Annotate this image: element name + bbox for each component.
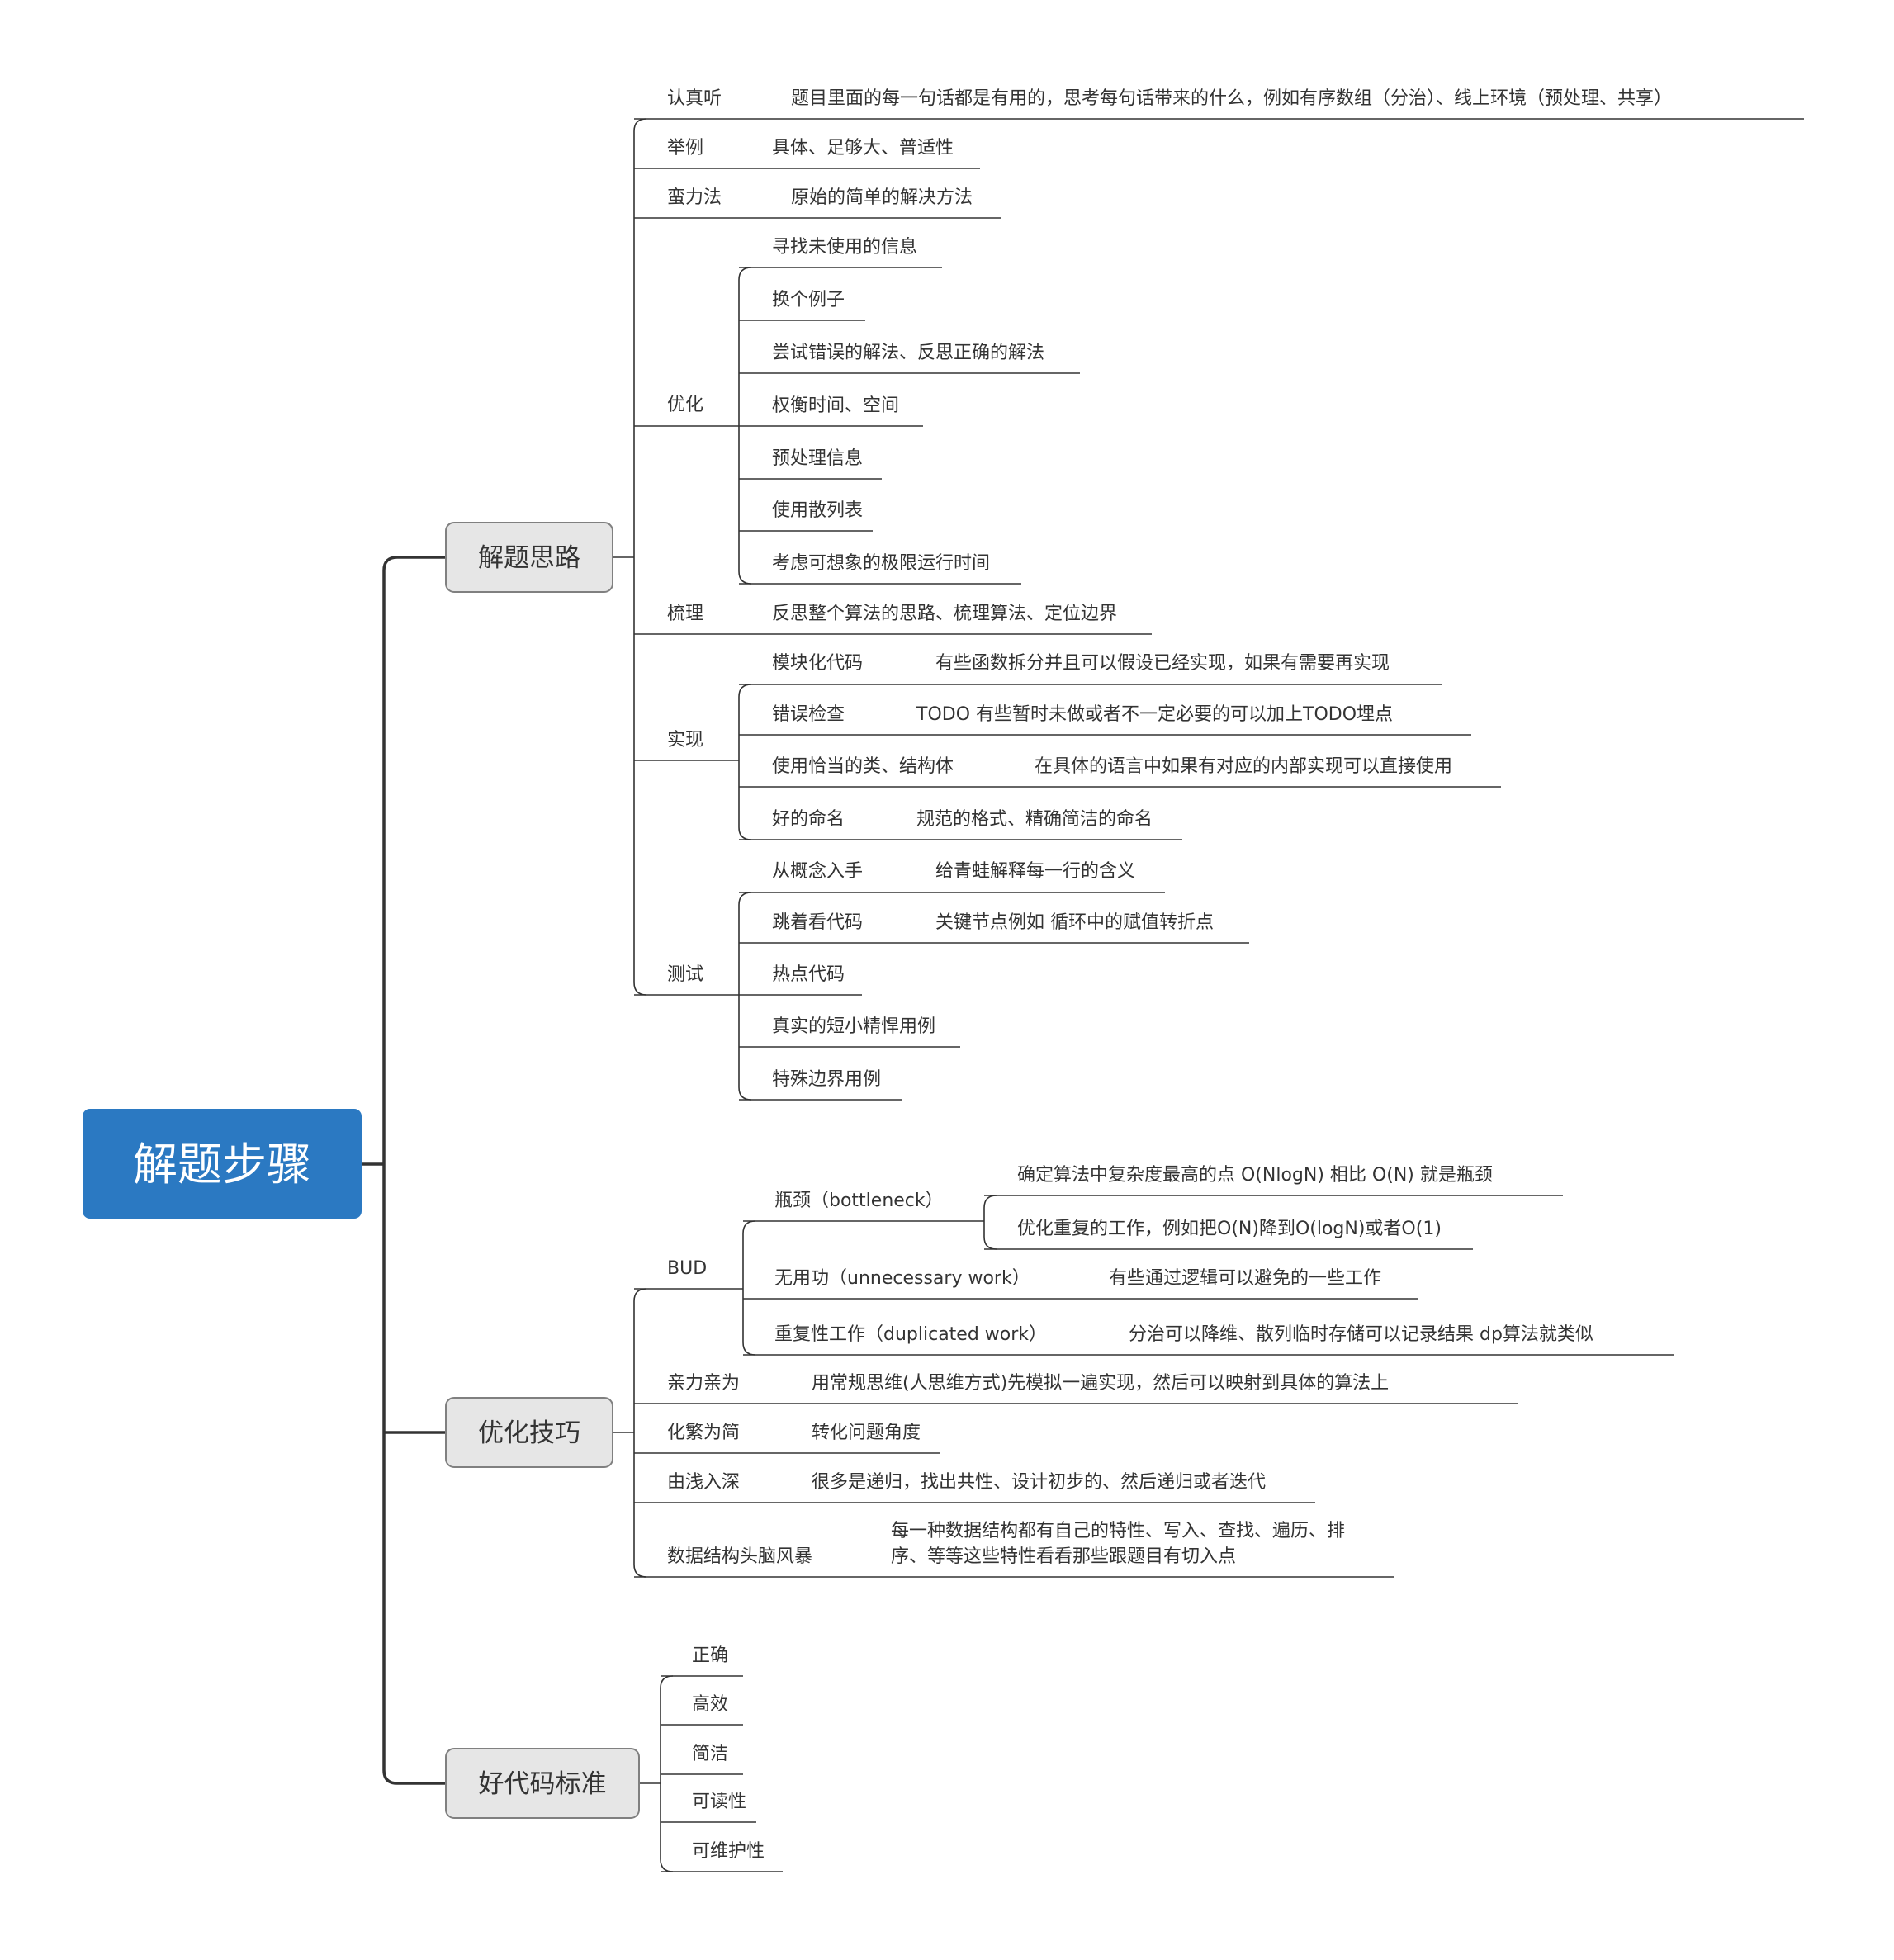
topic-label[interactable]: 正确 [692, 1645, 728, 1666]
connector-lines [362, 118, 1804, 1872]
branch-label: 解题思路 [478, 543, 580, 573]
subtopic-label[interactable]: 从概念入手 [772, 861, 863, 882]
subtopic-label[interactable]: 预处理信息 [772, 448, 863, 469]
subtopic-label[interactable]: 考虑可想象的极限运行时间 [772, 553, 990, 574]
topic-note: 反思整个算法的思路、梳理算法、定位边界 [772, 604, 1117, 624]
detail-note: 优化重复的工作，例如把O(N)降到O(logN)或者O(1) [1017, 1219, 1442, 1239]
topic-label[interactable]: BUD [667, 1258, 707, 1279]
subtopic-note: 分治可以降维、散列临时存储可以记录结果 dp算法就类似 [1129, 1324, 1593, 1345]
subtopic-label[interactable]: 好的命名 [772, 809, 845, 830]
subtopic-note: 关键节点例如 循环中的赋值转折点 [935, 912, 1214, 933]
branch-label: 优化技巧 [478, 1418, 580, 1448]
subtopic-note: 有些函数拆分并且可以假设已经实现，如果有需要再实现 [935, 653, 1390, 674]
subtopic-label[interactable]: 无用功（unnecessary work） [774, 1268, 1030, 1289]
topic-label[interactable]: 可读性 [692, 1792, 746, 1812]
subtopic-label[interactable]: 真实的短小精悍用例 [772, 1016, 935, 1037]
topic-label[interactable]: 测试 [667, 964, 703, 985]
subtopic-note: 在具体的语言中如果有对应的内部实现可以直接使用 [1035, 756, 1452, 777]
topic-label[interactable]: 亲力亲为 [667, 1373, 740, 1394]
topic-note: 原始的简单的解决方法 [791, 187, 973, 208]
branch-node[interactable]: 解题思路 [445, 522, 613, 593]
topic-label[interactable]: 优化 [667, 395, 703, 415]
branch-box [445, 522, 613, 593]
subtopic-label[interactable]: 错误检查 [772, 704, 845, 725]
topic-note: 每一种数据结构都有自己的特性、写入、查找、遍历、排 [891, 1521, 1345, 1541]
topic-note: 用常规思维(人思维方式)先模拟一遍实现，然后可以映射到具体的算法上 [812, 1373, 1389, 1394]
subtopic-note: 有些通过逻辑可以避免的一些工作 [1109, 1268, 1381, 1289]
branch-node[interactable]: 优化技巧 [445, 1397, 613, 1468]
branch-label: 好代码标准 [479, 1769, 607, 1799]
subtopic-label[interactable]: 寻找未使用的信息 [772, 237, 917, 258]
branch-box [445, 1397, 613, 1468]
subtopic-label[interactable]: 特殊边界用例 [772, 1069, 881, 1090]
detail-note: 确定算法中复杂度最高的点 O(NlogN) 相比 O(N) 就是瓶颈 [1017, 1165, 1493, 1186]
subtopic-label[interactable]: 重复性工作（duplicated work） [774, 1324, 1047, 1345]
branch-box [445, 1748, 640, 1819]
branch-node[interactable]: 好代码标准 [445, 1748, 640, 1819]
topic-label[interactable]: 实现 [667, 730, 703, 750]
root-node[interactable]: 解题步骤 [83, 1109, 362, 1219]
topic-label[interactable]: 由浅入深 [667, 1472, 740, 1493]
subtopic-label[interactable]: 使用恰当的类、结构体 [772, 756, 954, 777]
root-title: 解题步骤 [133, 1139, 311, 1191]
topic-label[interactable]: 认真听 [667, 88, 722, 109]
subtopic-note: TODO 有些暂时未做或者不一定必要的可以加上TODO埋点 [916, 704, 1393, 725]
subtopic-label[interactable]: 尝试错误的解法、反思正确的解法 [772, 343, 1044, 363]
topic-note: 很多是递归，找出共性、设计初步的、然后递归或者迭代 [812, 1472, 1266, 1493]
subtopic-label[interactable]: 热点代码 [772, 964, 845, 985]
subtopic-label[interactable]: 使用散列表 [772, 500, 863, 521]
topic-note: 具体、足够大、普适性 [772, 138, 954, 159]
subtopic-label[interactable]: 换个例子 [772, 290, 845, 310]
topic-label[interactable]: 蛮力法 [667, 187, 722, 208]
topic-note: 序、等等这些特性看看那些跟题目有切入点 [891, 1546, 1236, 1567]
topic-note: 题目里面的每一句话都是有用的，思考每句话带来的什么，例如有序数组（分治）、线上环… [791, 88, 1672, 109]
subtopic-label[interactable]: 模块化代码 [772, 653, 863, 674]
subtopic-note: 规范的格式、精确简洁的命名 [916, 809, 1153, 830]
subtopic-label[interactable]: 跳着看代码 [772, 912, 863, 933]
topic-label[interactable]: 数据结构头脑风暴 [667, 1546, 812, 1567]
topic-label[interactable]: 举例 [667, 138, 703, 159]
subtopic-label[interactable]: 瓶颈（bottleneck） [774, 1191, 944, 1211]
topic-label[interactable]: 化繁为简 [667, 1423, 740, 1443]
topic-note: 转化问题角度 [812, 1423, 921, 1443]
topic-label[interactable]: 简洁 [692, 1744, 728, 1764]
subtopic-note: 给青蛙解释每一行的含义 [935, 861, 1135, 882]
subtopic-label[interactable]: 权衡时间、空间 [772, 395, 899, 416]
root-box [83, 1109, 362, 1219]
topic-label[interactable]: 梳理 [667, 604, 703, 624]
topic-label[interactable]: 高效 [692, 1694, 728, 1715]
topic-label[interactable]: 可维护性 [692, 1841, 765, 1862]
